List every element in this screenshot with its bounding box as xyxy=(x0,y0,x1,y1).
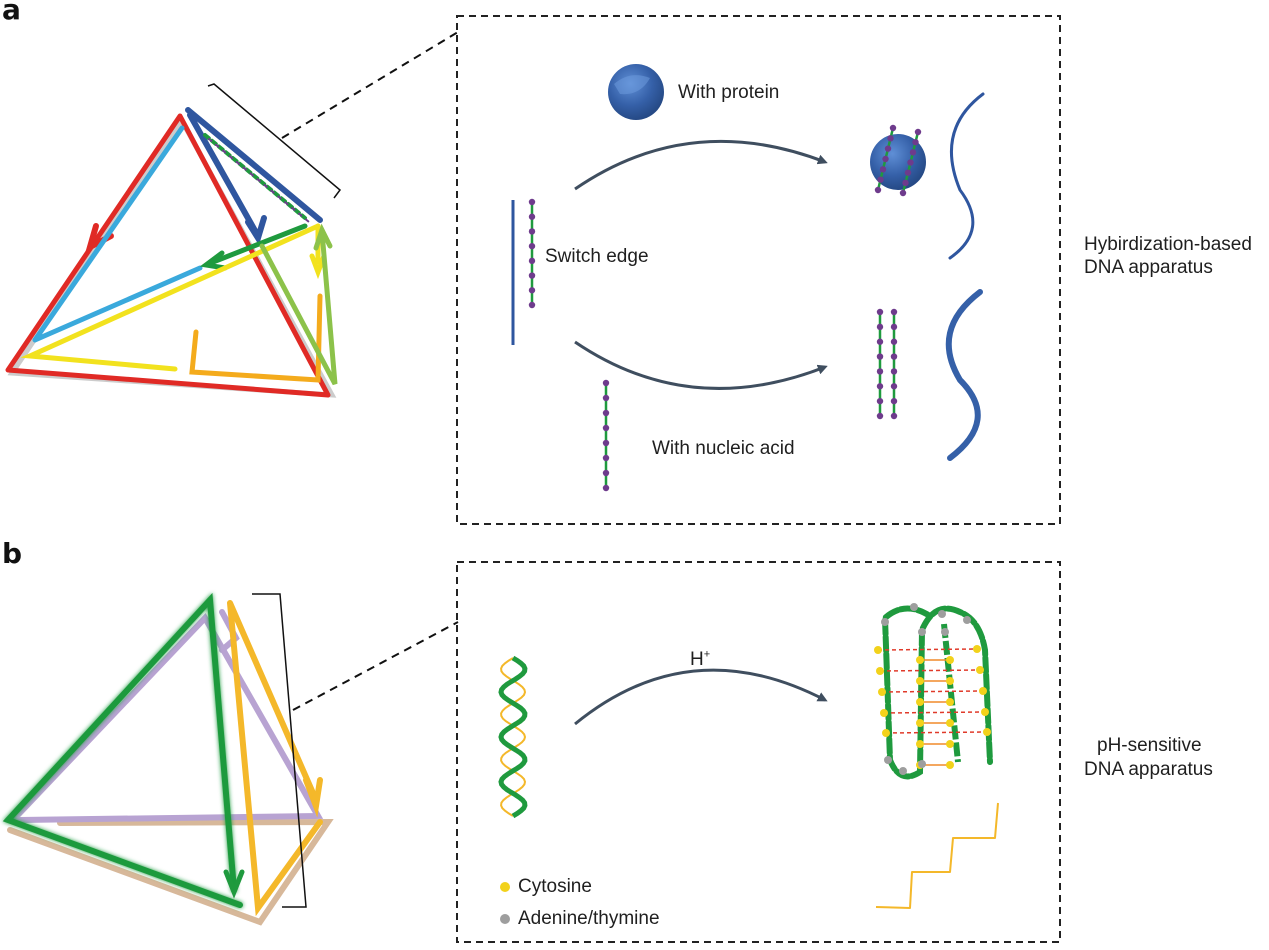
nucleotide-dot xyxy=(528,257,536,265)
nucleotide-dot xyxy=(912,138,919,146)
stimulus-label: H+ xyxy=(690,648,710,672)
nucleotide-dot xyxy=(889,124,897,132)
nucleotide-dot xyxy=(876,353,884,360)
lavender-strand xyxy=(11,613,324,823)
nucleotide-dot xyxy=(914,128,922,136)
legend-cytosine-label: Cytosine xyxy=(518,876,592,897)
nucleotide-dot xyxy=(876,308,884,316)
nucleotide-dot xyxy=(602,379,610,387)
nucleotide-dot xyxy=(602,454,610,462)
stimulus-text: H xyxy=(690,649,704,670)
nucleotide-dot xyxy=(528,242,536,250)
nucleotide-dot xyxy=(602,439,610,447)
nucleotide-dot xyxy=(890,397,898,405)
legend-adenine-thymine-dot xyxy=(500,914,510,924)
nucleotide-dot xyxy=(876,397,884,405)
yellow-strand-b xyxy=(227,600,323,917)
double-helix xyxy=(498,655,528,819)
detail-box-a xyxy=(456,15,1061,525)
callout-line-b xyxy=(292,621,459,711)
nucleotide-dot xyxy=(879,166,887,173)
stimulus-sup: + xyxy=(703,648,711,661)
nucleotide-dot xyxy=(874,186,882,194)
protein-icon xyxy=(608,64,664,120)
yellow-strand xyxy=(20,223,321,372)
panel-label-b: b xyxy=(2,537,23,570)
nucleotide-dot xyxy=(890,353,898,360)
nucleotide-dot xyxy=(528,287,536,294)
tetrahedron-b xyxy=(2,592,334,926)
nucleotide-dot xyxy=(902,179,909,187)
switch-edge-label: Switch edge xyxy=(545,246,649,267)
nucleotide-dot xyxy=(528,228,536,235)
apparatus-a-title-line1: Hybirdization-based xyxy=(1084,234,1252,255)
green-strand xyxy=(205,223,308,267)
nucleotide-dot xyxy=(602,469,610,477)
bent-edge-thin xyxy=(948,92,985,260)
bracket-a xyxy=(207,83,342,199)
arrow-with-protein xyxy=(574,139,828,191)
nucleotide-dot xyxy=(528,198,536,206)
legend-adenine-thymine-label: Adenine/thymine xyxy=(518,908,660,929)
apparatus-b-title-line1: pH-sensitive xyxy=(1097,735,1202,756)
nucleotide-dot xyxy=(528,301,536,309)
nucleotide-dot xyxy=(907,159,914,166)
arrow-with-nucleic-acid xyxy=(574,340,828,390)
nucleotide-dot xyxy=(890,323,898,331)
with-nucleic-acid-label: With nucleic acid xyxy=(652,438,795,459)
apparatus-a-title-line2: DNA apparatus xyxy=(1084,257,1213,278)
callout-line-a xyxy=(281,31,459,139)
green-strand-b xyxy=(2,592,243,908)
with-protein-label: With protein xyxy=(678,82,780,103)
nucleotide-dot xyxy=(528,272,536,279)
nucleotide-dot xyxy=(602,394,610,402)
nucleotide-dot xyxy=(876,323,884,331)
light-blue-strand xyxy=(32,125,203,343)
nucleotide-dot xyxy=(876,368,884,375)
nucleic-acid-strand xyxy=(602,379,610,492)
detail-box-b xyxy=(456,561,1061,943)
nucleotide-dot xyxy=(876,338,884,345)
bracket-b xyxy=(252,593,307,908)
nucleotide-dot xyxy=(890,383,898,390)
nucleotide-dot xyxy=(887,135,894,142)
extended-strand xyxy=(875,802,999,909)
i-motif-structure xyxy=(874,603,993,780)
apparatus-b-title-line2: DNA apparatus xyxy=(1084,759,1213,780)
nucleotide-dot xyxy=(602,409,610,417)
protein-bound-complex xyxy=(870,124,926,197)
arrow-protonation xyxy=(574,668,828,726)
duplex-strands xyxy=(876,308,898,420)
nucleotide-dot xyxy=(882,155,889,163)
nucleotide-dot xyxy=(909,149,917,156)
nucleotide-dot xyxy=(876,412,884,420)
legend-cytosine-dot xyxy=(500,882,510,892)
light-green-strand xyxy=(259,229,338,386)
nucleotide-dot xyxy=(890,412,898,420)
nucleotide-dot xyxy=(890,368,898,375)
nucleotide-dot xyxy=(528,213,536,220)
tetrahedron-a xyxy=(5,107,338,398)
nucleotide-dot xyxy=(890,338,898,345)
red-strand xyxy=(5,113,331,398)
nucleotide-dot xyxy=(904,169,912,176)
nucleotide-dot xyxy=(877,176,884,183)
nucleotide-dot xyxy=(899,189,907,197)
nucleotide-dot xyxy=(890,308,898,316)
nucleotide-dot xyxy=(602,424,610,432)
dark-blue-strand xyxy=(185,107,323,239)
nucleotide-dot xyxy=(602,484,610,492)
nucleotide-dot xyxy=(884,145,892,152)
bent-edge-thick xyxy=(945,289,983,461)
nucleotide-dot xyxy=(876,383,884,390)
tan-strand xyxy=(7,818,334,926)
switch-edge-dna-strand xyxy=(528,198,536,309)
orange-strand xyxy=(189,293,323,383)
panel-label-a: a xyxy=(2,0,21,26)
